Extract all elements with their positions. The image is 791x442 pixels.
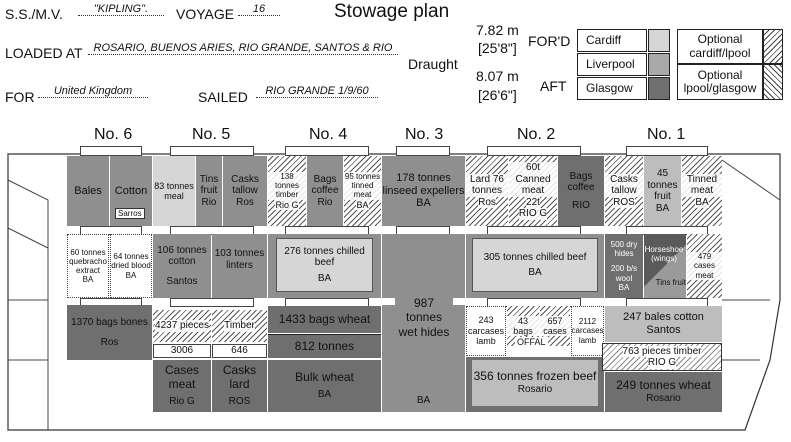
legend-optional-lpool-glasgow: Optional lpool/glasgow (677, 64, 763, 100)
cargo-h2-243-lamb: 243 carcases lamb (466, 306, 506, 356)
hatch-cover-2-top (487, 146, 581, 156)
hatch-cover-1-top (626, 146, 708, 156)
hold-no2-label: No. 2 (517, 126, 556, 143)
loaded-at-value: ROSARIO, BUENOS ARIES, RIO GRANDE, SANTO… (88, 42, 398, 55)
loaded-label: LOADED AT (5, 45, 83, 61)
ford-feet: [25'8"] (478, 40, 517, 56)
cargo-h5-pieces: 4237 pieces (153, 310, 211, 342)
for-label: FOR (5, 89, 35, 105)
sailed-label: SAILED (198, 89, 248, 105)
hold-no3-label: No. 3 (405, 126, 444, 143)
cargo-h5-timber: Timber (212, 310, 267, 342)
cargo-h5-3006: 3006 (153, 344, 211, 358)
cargo-h5-linters: 103 tonnes linters (212, 234, 267, 298)
legend-liverpool-swatch (648, 53, 670, 76)
cargo-h5-646: 646 (212, 344, 267, 358)
hold-no4-label: No. 4 (309, 126, 348, 143)
ford-label: FOR'D (528, 33, 571, 49)
aft-feet: [26'6"] (478, 87, 517, 103)
cargo-h6-sarros: Sarros (115, 208, 145, 219)
hold-no5-label: No. 5 (192, 126, 231, 143)
cargo-h4-bags-wheat: 1433 bags wheat (268, 306, 381, 333)
ship-name: "KIPLING". (78, 3, 164, 16)
hold-no1-label: No. 1 (647, 126, 686, 143)
cargo-h3-wet-hides-label: 987 tonnes wet hides (395, 296, 453, 340)
cargo-h4-812-tonnes: 812 tonnes (268, 334, 381, 358)
voyage-number: 16 (238, 3, 280, 16)
cargo-h3-hides-upper (382, 234, 465, 298)
legend-optional-cardiff-lpool: Optional cardiff/lpool (677, 29, 763, 64)
aft-metres: 8.07 m (476, 68, 519, 84)
hatch-cover-3-top (396, 146, 450, 156)
for-value: United Kingdom (38, 85, 148, 98)
legend-optional-lpool-swatch (763, 64, 783, 100)
legend-cardiff-swatch (648, 29, 670, 52)
page-title: Stowage plan (334, 1, 450, 22)
legend-glasgow-swatch (648, 77, 670, 100)
draught-label: Draught (408, 56, 458, 72)
hatch-cover-6-top (80, 146, 142, 156)
cargo-h5-meal: 83 tonnes meal (153, 156, 195, 226)
cargo-h1-479-cases: 479 cases meat (687, 234, 722, 298)
ship-label: S.S./M.V. (5, 6, 63, 22)
hold-no6-label: No. 6 (94, 126, 133, 143)
voyage-label: VOYAGE (176, 6, 235, 22)
legend-glasgow-label: Glasgow (577, 77, 647, 100)
legend-liverpool-label: Liverpool (577, 53, 647, 76)
aft-label: AFT (540, 78, 567, 94)
legend-cardiff-label: Cardiff (577, 29, 647, 52)
hatch-cover-5-top (170, 146, 254, 156)
legend-optional-cardiff-swatch (763, 29, 783, 64)
hatch-cover-4-top (285, 146, 369, 156)
cargo-h2-2112-lamb: 2112 carcases lamb (571, 306, 604, 356)
sailed-value: RIO GRANDE 1/9/60 (256, 85, 378, 98)
hatch-cover-5-low (170, 298, 254, 307)
cargo-h1-horseshoe: Horseshoe (wings)Tins fruit (644, 234, 686, 298)
ford-metres: 7.82 m (476, 22, 519, 38)
cargo-h6-bales: Bales (67, 156, 109, 226)
cargo-h2-offal: OFFAL (515, 337, 548, 347)
